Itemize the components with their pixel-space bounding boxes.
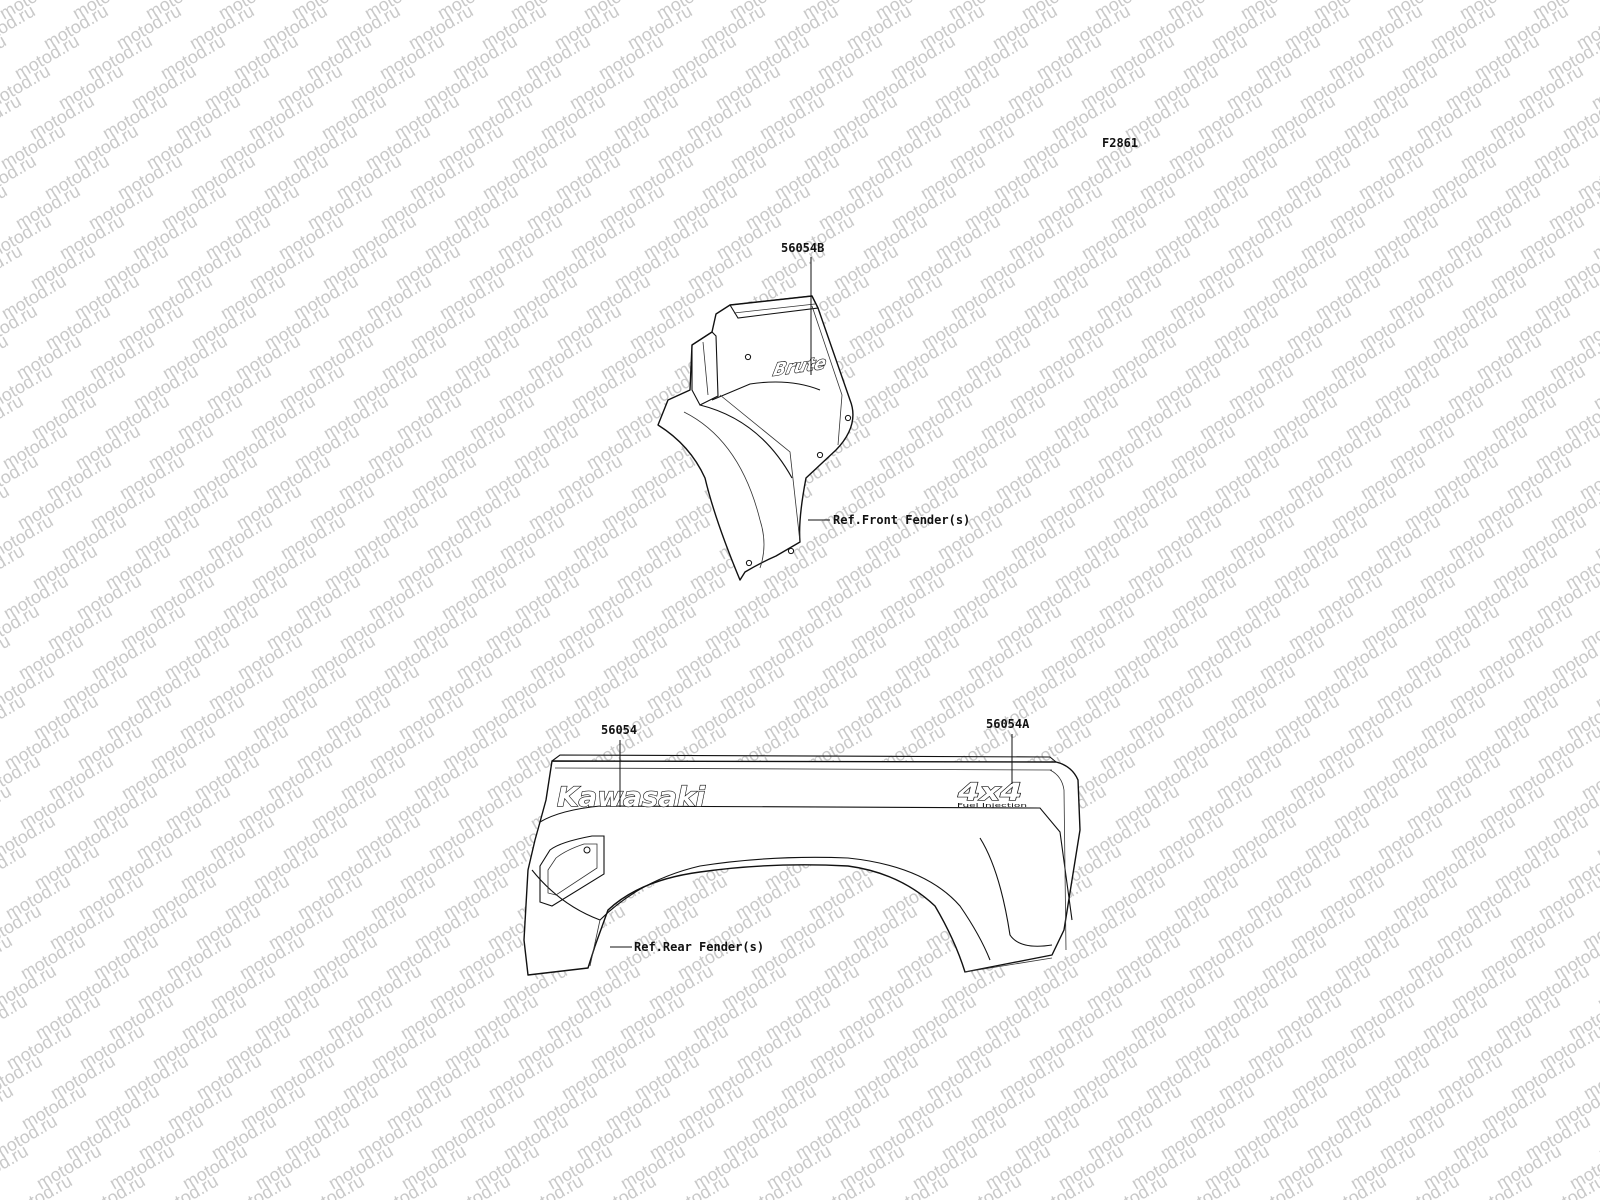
front-fender-reference: Ref.Front Fender(s) <box>833 513 970 527</box>
rear-fender-kawasaki-decal: Kawasaki <box>556 781 706 813</box>
figure-code: F2861 <box>1102 136 1138 150</box>
front-decal-part-number: 56054B <box>781 241 824 255</box>
watermark-text: motod.ru <box>0 781 15 834</box>
watermark-text: motod.ru <box>0 541 28 594</box>
watermark-text: motod.ru <box>0 841 30 894</box>
watermark-text: motod.ru <box>0 181 11 234</box>
rear-badge-subtitle: Fuel Injection <box>957 803 1027 809</box>
rear-decal-right-part-number: 56054A <box>986 717 1030 731</box>
watermark-text: motod.ru <box>0 931 16 984</box>
watermark-text: motod.ru <box>0 871 1 924</box>
watermark-text: motod.ru <box>0 691 29 744</box>
watermark-text: motod.ru <box>0 1081 17 1134</box>
watermark-text: motod.ru <box>0 241 26 294</box>
svg-text:Kawasaki: Kawasaki <box>557 782 706 813</box>
watermark-text: motod.ru <box>0 331 12 384</box>
watermark-text: motod.ru <box>0 391 27 444</box>
rear-fender-4x4-decal: 4x4 Fuel Injection <box>956 777 1027 809</box>
rear-decal-left-part-number: 56054 <box>601 723 637 737</box>
watermark-text: motod.ru <box>0 1021 2 1074</box>
watermark-text: motod.ru <box>0 631 14 684</box>
rear-fender-reference: Ref.Rear Fender(s) <box>634 940 764 954</box>
watermark-text: motod.ru <box>0 481 13 534</box>
watermark-text: motod.ru <box>1595 1111 1600 1164</box>
watermark-text: motod.ru <box>0 31 10 84</box>
watermark-text: motod.ru <box>0 91 25 144</box>
